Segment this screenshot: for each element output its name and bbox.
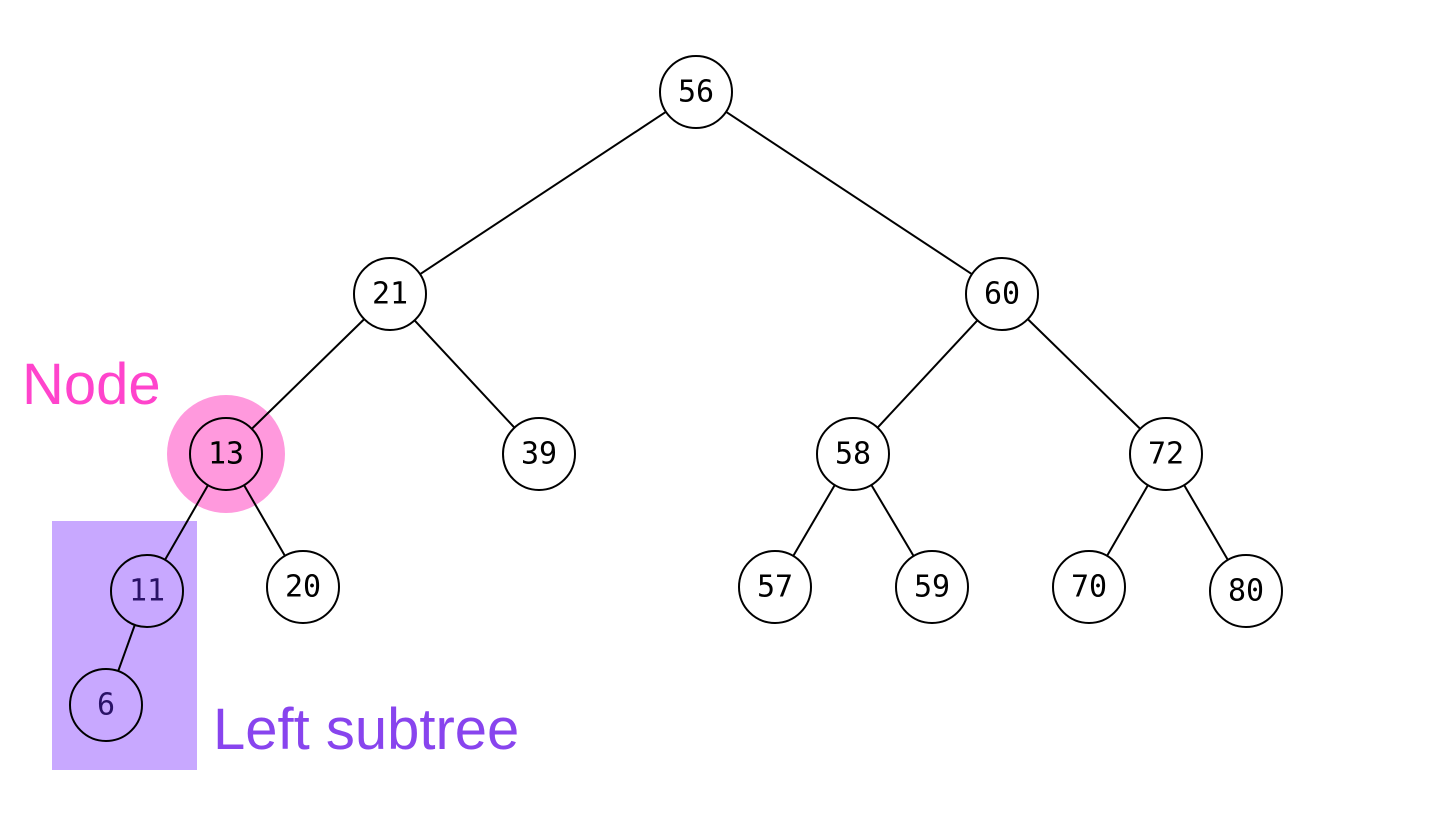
tree-edge bbox=[243, 484, 286, 557]
tree-node-80: 80 bbox=[1209, 554, 1283, 628]
tree-node-value: 60 bbox=[984, 277, 1020, 312]
edges-layer bbox=[117, 110, 1229, 672]
tree-node-circle bbox=[189, 417, 263, 491]
tree-node-13: 13 bbox=[189, 417, 263, 491]
tree-edge bbox=[1106, 484, 1149, 557]
tree-node-value: 80 bbox=[1228, 574, 1264, 609]
tree-node-circle bbox=[965, 257, 1039, 331]
tree-node-59: 59 bbox=[895, 550, 969, 624]
tree-edge bbox=[876, 319, 979, 429]
tree-node-value: 13 bbox=[208, 437, 244, 472]
tree-node-circle bbox=[1052, 550, 1126, 624]
tree-node-11: 11 bbox=[110, 554, 184, 628]
tree-node-60: 60 bbox=[965, 257, 1039, 331]
tree-node-circle bbox=[738, 550, 812, 624]
tree-node-circle bbox=[353, 257, 427, 331]
tree-node-72: 72 bbox=[1129, 417, 1203, 491]
nodes-layer: 56 21 60 13 39 58 72 11 20 57 59 70 80 6 bbox=[69, 55, 1283, 742]
tree-node-value: 21 bbox=[372, 277, 408, 312]
tree-node-value: 39 bbox=[521, 437, 557, 472]
tree-edge bbox=[419, 110, 667, 276]
tree-node-circle bbox=[895, 550, 969, 624]
tree-node-20: 20 bbox=[266, 550, 340, 624]
tree-node-value: 70 bbox=[1071, 570, 1107, 605]
tree-edge bbox=[1183, 484, 1229, 561]
tree-node-circle bbox=[266, 550, 340, 624]
tree-node-value: 58 bbox=[835, 437, 871, 472]
tree-node-value: 20 bbox=[285, 570, 321, 605]
tree-node-21: 21 bbox=[353, 257, 427, 331]
tree-edge bbox=[251, 318, 365, 430]
tree-node-circle bbox=[1209, 554, 1283, 628]
tree-edge bbox=[413, 319, 516, 429]
tree-node-circle bbox=[69, 668, 143, 742]
tree-edge bbox=[1027, 318, 1141, 430]
tree-node-circle bbox=[502, 417, 576, 491]
tree-node-6: 6 bbox=[69, 668, 143, 742]
node-annotation-label: Node bbox=[22, 352, 161, 417]
tree-node-58: 58 bbox=[816, 417, 890, 491]
tree-edge bbox=[164, 484, 209, 561]
tree-node-value: 72 bbox=[1148, 437, 1184, 472]
tree-edge bbox=[117, 624, 136, 672]
tree-node-39: 39 bbox=[502, 417, 576, 491]
tree-node-value: 6 bbox=[97, 688, 115, 723]
tree-edge bbox=[870, 484, 915, 557]
tree-node-value: 57 bbox=[757, 570, 793, 605]
left-subtree-annotation-label: Left subtree bbox=[213, 697, 519, 762]
tree-node-57: 57 bbox=[738, 550, 812, 624]
tree-edge bbox=[725, 110, 973, 276]
tree-node-circle bbox=[1129, 417, 1203, 491]
tree-node-56: 56 bbox=[659, 55, 733, 129]
tree-node-70: 70 bbox=[1052, 550, 1126, 624]
tree-node-value: 59 bbox=[914, 570, 950, 605]
tree-node-circle bbox=[816, 417, 890, 491]
tree-node-circle bbox=[659, 55, 733, 129]
tree-node-value: 56 bbox=[678, 75, 714, 110]
tree-node-value: 11 bbox=[129, 574, 165, 609]
tree-edge bbox=[792, 484, 836, 557]
tree-node-circle bbox=[110, 554, 184, 628]
